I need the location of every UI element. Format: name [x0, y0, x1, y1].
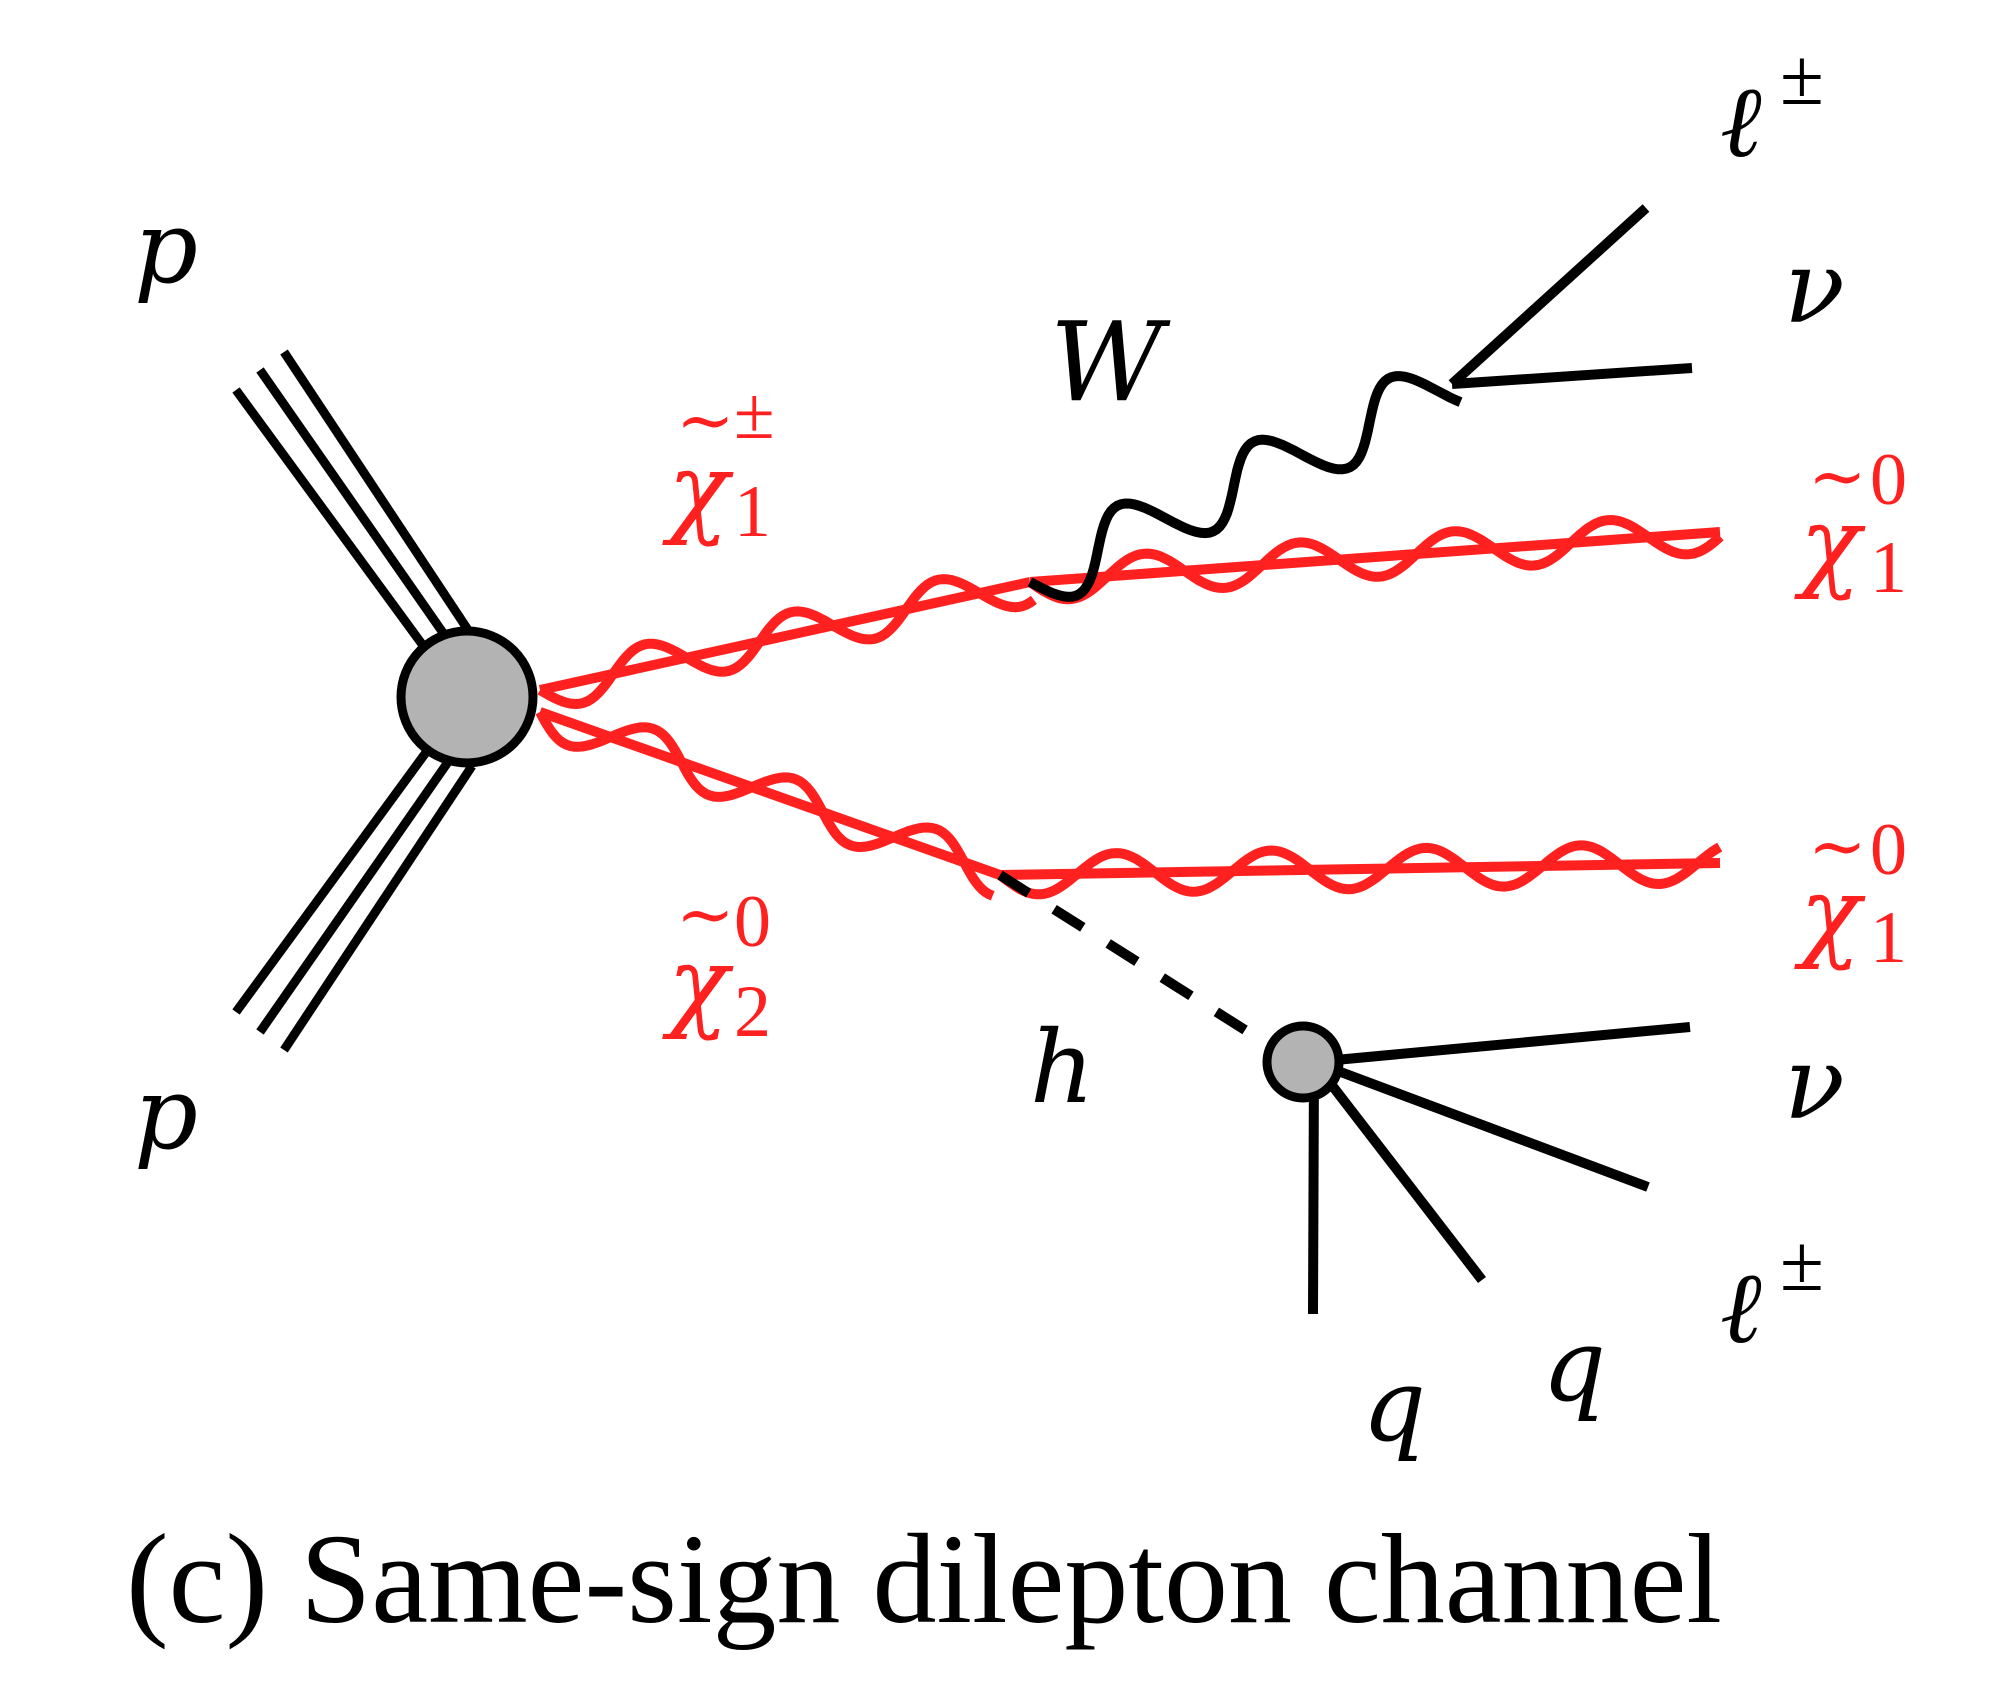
w-decay-lines [1448, 204, 1693, 389]
svg-text:2: 2 [734, 971, 771, 1053]
svg-text:0: 0 [1870, 809, 1907, 891]
proton-top-line [232, 349, 476, 669]
proton-bottom-line [232, 733, 476, 1053]
production-vertex-blob [396, 626, 538, 768]
neutrino-bottom-label: ν [1784, 1025, 1845, 1142]
svg-text:1: 1 [1870, 897, 1907, 979]
svg-text:χ: χ [662, 925, 734, 1042]
svg-text:0: 0 [734, 881, 771, 963]
neutrino-top-label: ν [1784, 229, 1845, 346]
svg-text:1: 1 [734, 471, 771, 553]
chargino-line [538, 527, 1721, 695]
svg-text:~: ~ [1808, 435, 1867, 517]
lsp-upper-label: χ ~ 1 0 [1794, 435, 1907, 609]
svg-text:χ: χ [1794, 855, 1866, 972]
w-boson-wavy-line [1027, 371, 1463, 602]
chargino-wavy-line [537, 574, 1037, 710]
lsp-lower-wavy-line [996, 840, 1723, 900]
diagram-caption: (c) Same-sign dilepton channel [126, 1508, 1722, 1650]
svg-text:~: ~ [676, 873, 735, 955]
higgs-dashed-line [997, 870, 1267, 1047]
svg-text:±: ± [734, 373, 775, 455]
svg-text:±: ± [1780, 34, 1824, 122]
lepton-bottom-label: ℓ ± [1720, 1220, 1824, 1366]
neutralino2-wavy-line [535, 709, 995, 901]
quark-1-label: q [1362, 1347, 1426, 1464]
lsp-lower-label: χ ~ 1 0 [1794, 805, 1907, 979]
svg-text:~: ~ [1808, 805, 1867, 887]
lsp-upper-wavy-line [1027, 514, 1724, 605]
higgs-label: h [1030, 1009, 1094, 1126]
svg-text:1: 1 [1870, 527, 1907, 609]
svg-text:χ: χ [662, 431, 734, 548]
chargino-label: χ ~ 1 ± [662, 373, 775, 553]
higgs-decay-lines [1308, 1022, 1691, 1315]
svg-text:~: ~ [676, 379, 735, 461]
svg-text:ℓ: ℓ [1720, 63, 1762, 180]
svg-text:0: 0 [1870, 439, 1907, 521]
quark-2-label: q [1542, 1307, 1606, 1424]
proton-bottom-label: p [134, 1055, 198, 1172]
w-boson-label: W [1050, 298, 1171, 426]
higgs-decay-blob [1262, 1021, 1344, 1103]
neutralino2-label: χ ~ 2 0 [662, 873, 771, 1053]
svg-text:ℓ: ℓ [1720, 1249, 1762, 1366]
lepton-top-label: ℓ ± [1720, 34, 1824, 180]
proton-top-label: p [134, 189, 198, 306]
svg-text:±: ± [1780, 1220, 1824, 1308]
svg-text:χ: χ [1794, 485, 1866, 602]
